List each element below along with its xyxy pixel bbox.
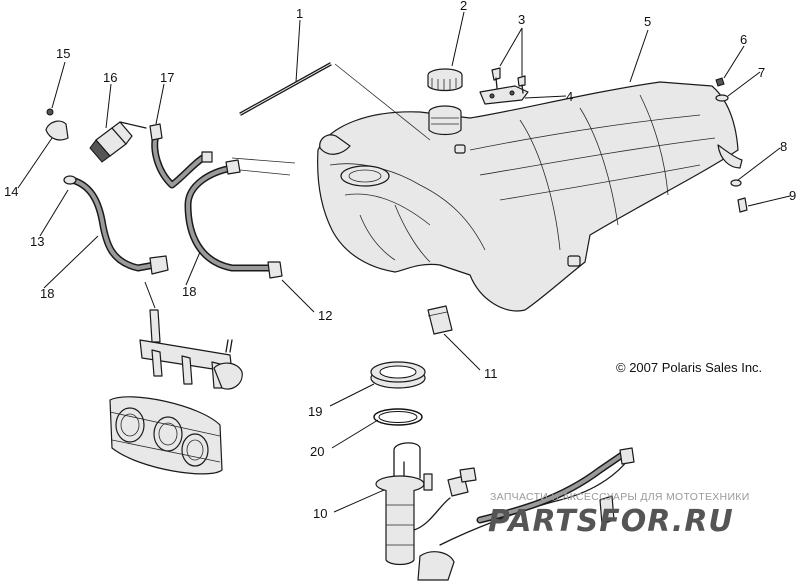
callout-9: 9 [789,188,796,203]
watermark-tagline: ЗАПЧАСТИ И АКСЕССУАРЫ ДЛЯ МОТОТЕХНИКИ [490,491,750,503]
callout-16: 16 [103,70,117,85]
hose-assembly-middle [184,159,283,279]
fuel-pump-assembly [375,442,635,581]
lock-ring [370,361,426,389]
hose-lines-dashed [231,63,431,176]
fuel-filter [89,121,147,163]
callout-13: 13 [30,234,44,249]
callout-15: 15 [56,46,70,61]
callout-11: 11 [484,366,498,381]
callout-labels: 1 2 3 4 5 6 7 8 9 10 11 12 13 14 15 16 1… [4,0,796,521]
callout-17: 17 [160,70,174,85]
callout-7: 7 [758,65,765,80]
mounting-bracket [479,85,529,105]
fuel-cap [427,68,463,92]
seal-ring [373,408,423,426]
watermark-logo: PARTSFOR.RU [488,504,734,539]
fuel-rail [139,309,243,390]
tank-pad [427,305,453,335]
callout-20: 20 [310,444,324,459]
callout-12: 12 [318,308,332,323]
callout-5: 5 [644,14,651,29]
watermark: ЗАПЧАСТИ И АКСЕССУАРЫ ДЛЯ МОТОТЕХНИКИ PA… [488,491,750,539]
hose-upper [149,123,213,189]
fuel-tank [317,81,743,312]
callout-14: 14 [4,184,18,199]
callout-1: 1 [296,6,303,21]
vent-tube [239,62,332,116]
callout-18a: 18 [40,286,54,301]
callout-6: 6 [740,32,747,47]
callout-19: 19 [308,404,322,419]
callout-10: 10 [313,506,327,521]
callout-2: 2 [460,0,467,13]
watermark-logo-text: PARTSFOR.RU [488,504,734,539]
leader-lines [17,11,791,513]
hose-clamp [45,108,69,141]
hose-assembly-left [63,175,169,275]
callout-3: 3 [518,12,525,27]
copyright-notice: © 2007 Polaris Sales Inc. [616,360,762,375]
screws [491,67,526,94]
throttle-body [109,396,223,475]
hardware-right [715,77,748,213]
callout-8: 8 [780,139,787,154]
callout-18b: 18 [182,284,196,299]
callout-4: 4 [566,89,573,104]
